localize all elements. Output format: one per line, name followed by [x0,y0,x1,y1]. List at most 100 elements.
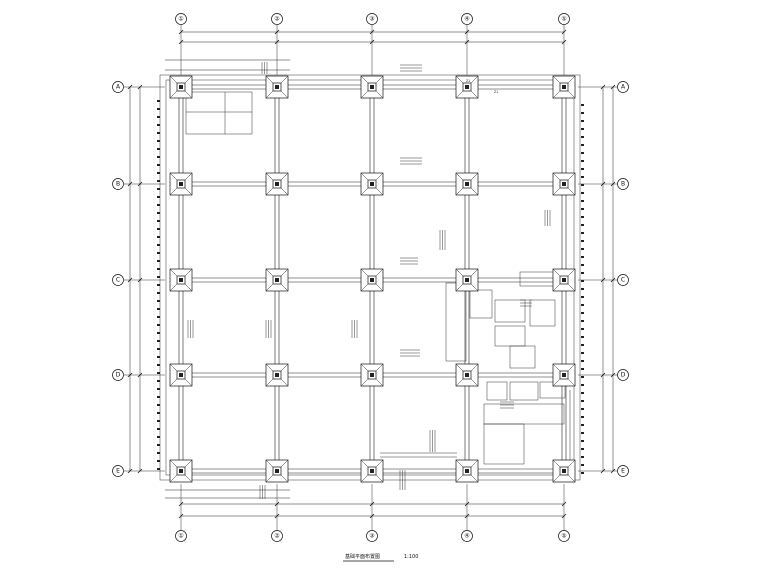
dimension-tick [600,372,606,378]
rebar-mark [157,204,160,206]
grid-bubble-col [461,530,473,542]
rebar-mark [157,268,160,270]
footing-slope [265,363,274,372]
footing-slope [169,187,178,196]
rebar-mark [581,352,584,354]
rebar-mark [157,220,160,222]
dimension-tick [600,84,606,90]
rebar-mark [581,200,584,202]
footing-slope [280,187,289,196]
rebar-mark [581,168,584,170]
dimension-tick [610,181,616,187]
rebar-mark [157,404,160,406]
footing-slope [567,474,576,483]
grid-bubble-row [112,178,124,190]
grid-bubble-row [617,465,629,477]
dimension-tick [369,29,375,35]
footing-slope [375,268,384,277]
footing-slope [280,90,289,99]
beam-label: Z1 [466,79,470,83]
dimension-tick [127,468,133,474]
footing-slope [169,283,178,292]
rebar-mark [581,192,584,194]
column-core [370,469,374,473]
rebar-mark [157,380,160,382]
footing-slope [360,474,369,483]
column-core [562,85,566,89]
grid-bubble-label: A [116,84,121,91]
rebar-mark [157,300,160,302]
rebar-mark [157,212,160,214]
rebar-mark [581,152,584,154]
rebar-mark [157,164,160,166]
footing-slope [375,363,384,372]
footing-slope [470,363,479,372]
footing-slope [360,75,369,84]
dimension-tick [464,513,470,519]
rebar-mark [581,328,584,330]
footing-slope [552,283,561,292]
rebar-mark [581,136,584,138]
footing-slope [184,283,193,292]
footing-slope [265,187,274,196]
column-core [562,469,566,473]
footing-slope [375,187,384,196]
dimension-tick [600,181,606,187]
grid-bubble-row [112,274,124,286]
column-core [370,278,374,282]
grid-bubble-label: ④ [464,533,469,540]
footing-slope [280,268,289,277]
rebar-mark [157,372,160,374]
footing-slope [470,268,479,277]
column-core [179,469,183,473]
dimension-tick [610,372,616,378]
dimension-tick [127,277,133,283]
dimension-tick [561,513,567,519]
grid-bubble-label: ② [274,16,280,23]
column-core [562,182,566,186]
dimension-tick [274,501,280,507]
rebar-mark [157,276,160,278]
column-core [179,85,183,89]
column-footings [169,75,576,483]
dimension-tick [610,468,616,474]
footing-slope [184,90,193,99]
rebar-mark [581,472,584,474]
footing-slope [169,268,178,277]
rebar-mark [581,208,584,210]
room-outline [539,381,566,399]
grid-bubble-col [558,13,570,25]
rebar-mark [581,288,584,290]
room-outline [445,282,467,362]
rebar-mark [581,408,584,410]
footing-slope [455,268,464,277]
rebar-mark [581,376,584,378]
footing-slope [280,459,289,468]
grid-bubble-label: D [116,372,121,379]
grid-bubble-label: ⑤ [561,16,566,23]
footing-slope [470,378,479,387]
rebar-mark [581,456,584,458]
room-partitions [185,91,571,470]
column-core [275,373,279,377]
footing-slope [567,172,576,181]
dimension-tick [137,468,143,474]
dimension-tick [600,277,606,283]
grid-bubble-row [617,369,629,381]
dimension-tick [178,29,184,35]
dimension-lines [124,25,617,530]
rebar-mark [157,124,160,126]
rebar-mark [581,400,584,402]
rebar-mark [581,112,584,114]
footing-slope [184,268,193,277]
rebar-mark [157,420,160,422]
dimension-tick [610,84,616,90]
dimension-tick [127,372,133,378]
footing-slope [567,90,576,99]
grid-bubble-row [617,81,629,93]
grid-bubble-label: E [621,468,625,475]
rebar-mark [581,264,584,266]
footing-slope [169,75,178,84]
grid-bubble-label: B [621,181,625,188]
footing-slope [265,90,274,99]
